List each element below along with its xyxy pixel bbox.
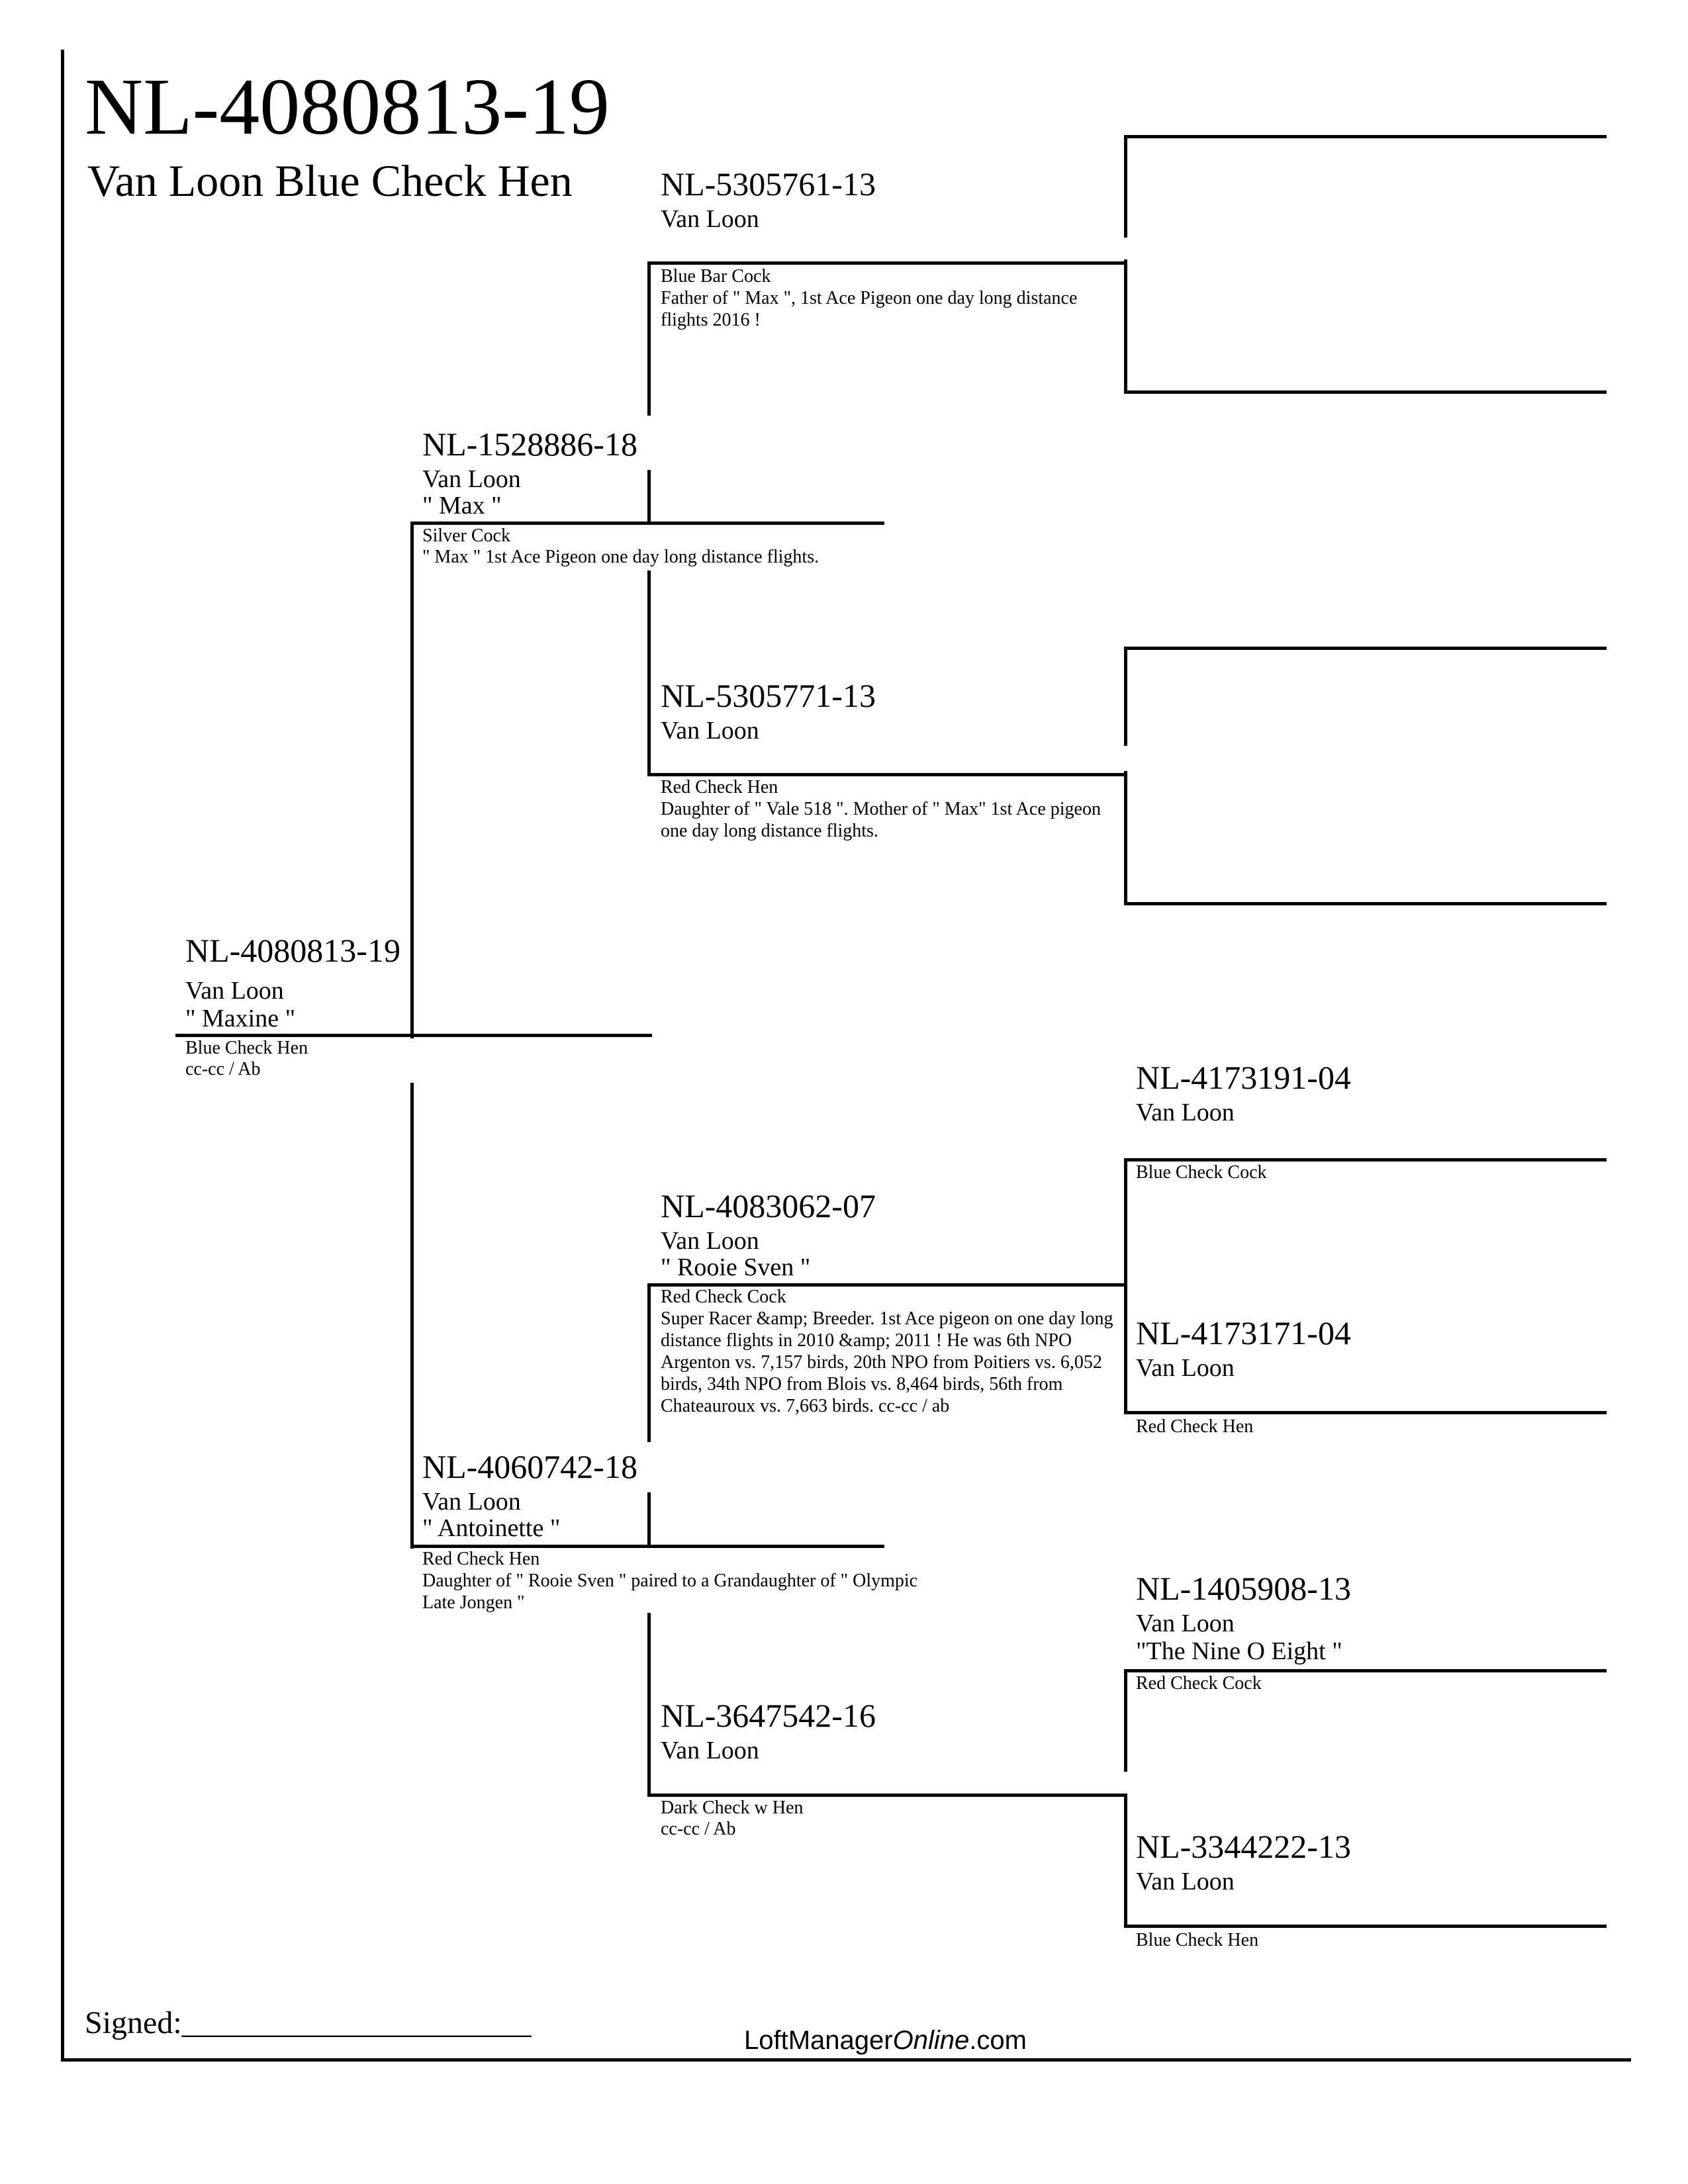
dam-sire-dam-color: Red Check Hen xyxy=(1136,1416,1254,1437)
dam-dam-sire-owner: Van Loon xyxy=(1136,1610,1235,1637)
subject-color: Blue Check Hen xyxy=(185,1038,308,1058)
sire-dam-color: Red Check Hen xyxy=(661,777,778,797)
sire-notes: " Max " 1st Ace Pigeon one day long dist… xyxy=(422,547,820,567)
subject-owner: Van Loon xyxy=(185,977,284,1005)
dam-dam-dam-owner: Van Loon xyxy=(1136,1868,1235,1895)
bracket-dam-sire-vert xyxy=(1124,1158,1127,1413)
dam-sire-sire-ring: NL-4173191-04 xyxy=(1136,1059,1351,1096)
sire-color: Silver Cock xyxy=(422,525,510,546)
connector-sire-dam xyxy=(647,773,1125,776)
subject-nickname: " Maxine " xyxy=(185,1005,296,1032)
bracket-sire-sire-bottom xyxy=(1124,390,1607,394)
sire-dam-ring: NL-5305771-13 xyxy=(661,677,876,714)
bracket-dam-dam-top xyxy=(1124,1669,1607,1672)
sire-ring: NL-1528886-18 xyxy=(422,426,637,463)
dam-color: Red Check Hen xyxy=(422,1549,540,1569)
dam-sire-owner: Van Loon xyxy=(661,1227,759,1255)
sire-sire-notes: Father of " Max ", 1st Ace Pigeon one da… xyxy=(661,288,1078,331)
bracket-sire-dam-bottom xyxy=(1124,902,1607,905)
sire-sire-ring: NL-5305761-13 xyxy=(661,165,876,203)
bracket-sire-dam-top xyxy=(1124,647,1607,650)
subject-notes: cc-cc / Ab xyxy=(185,1059,261,1079)
brand-prefix: LoftManager xyxy=(744,2026,893,2055)
connector-col2-sire-mid xyxy=(647,470,651,523)
dam-sire-ring: NL-4083062-07 xyxy=(661,1187,876,1224)
dam-sire-notes: Super Racer &amp; Breeder. 1st Ace pigeo… xyxy=(661,1308,1113,1417)
dam-dam-sire-ring: NL-1405908-13 xyxy=(1136,1570,1351,1607)
dam-sire-sire-color: Blue Check Cock xyxy=(1136,1162,1267,1183)
connector-sire xyxy=(410,522,884,525)
bracket-sire-dam-vert-lower xyxy=(1124,771,1127,903)
connector-col2-dam-lower xyxy=(647,1613,651,1795)
connector-col2-dam-mid xyxy=(647,1492,651,1547)
bracket-sire-sire-vert-lower xyxy=(1124,259,1127,392)
bracket-dam-dam-bottom xyxy=(1124,1925,1607,1928)
signature-line: ______________________ xyxy=(181,2005,532,2040)
page-title-ring-number: NL-4080813-19 xyxy=(85,62,610,152)
sire-sire-color: Blue Bar Cock xyxy=(661,266,771,287)
dam-dam-ring: NL-3647542-16 xyxy=(661,1697,876,1734)
dam-owner: Van Loon xyxy=(422,1488,521,1516)
dam-sire-dam-owner: Van Loon xyxy=(1136,1354,1235,1382)
dam-sire-sire-owner: Van Loon xyxy=(1136,1099,1235,1126)
connector-col2-dam-upper xyxy=(647,1283,651,1442)
dam-sire-dam-ring: NL-4173171-04 xyxy=(1136,1314,1351,1351)
connector-col1-upper xyxy=(410,522,414,1038)
bracket-dam-sire-bottom xyxy=(1124,1411,1607,1414)
signed-label: Signed: xyxy=(85,2005,182,2040)
dam-dam-dam-ring: NL-3344222-13 xyxy=(1136,1828,1351,1865)
signature-field: Signed:______________________ xyxy=(85,2005,532,2040)
connector-col2-sire-lower xyxy=(647,570,651,776)
sire-owner: Van Loon xyxy=(422,465,521,493)
sire-dam-owner: Van Loon xyxy=(661,717,759,745)
dam-notes: Daughter of " Rooie Sven " paired to a G… xyxy=(422,1570,918,1614)
bracket-dam-sire-top xyxy=(1124,1158,1607,1161)
connector-sire-sire xyxy=(647,261,1125,265)
dam-sire-color: Red Check Cock xyxy=(661,1287,786,1307)
brand-italic: Online xyxy=(892,2026,970,2055)
bracket-dam-dam-vert-lower xyxy=(1124,1794,1127,1926)
connector-col1-lower xyxy=(410,1083,414,1549)
brand-footer: LoftManagerOnline.com xyxy=(744,2026,1027,2054)
bracket-sire-sire-vert-upper xyxy=(1124,135,1127,238)
subject-ring: NL-4080813-19 xyxy=(185,932,400,969)
page-subtitle-description: Van Loon Blue Check Hen xyxy=(87,156,573,206)
page-left-border xyxy=(61,50,64,2062)
dam-sire-nickname: " Rooie Sven " xyxy=(661,1253,811,1281)
sire-nickname: " Max " xyxy=(422,492,502,520)
dam-dam-notes: cc-cc / Ab xyxy=(661,1819,736,1839)
connector-col2-sire-upper xyxy=(647,262,651,416)
bracket-sire-sire-top xyxy=(1124,135,1607,138)
dam-dam-color: Dark Check w Hen xyxy=(661,1797,804,1818)
sire-sire-owner: Van Loon xyxy=(661,205,759,233)
connector-dam-sire xyxy=(647,1283,1125,1287)
dam-dam-sire-nickname: "The Nine O Eight " xyxy=(1136,1637,1342,1665)
brand-suffix: .com xyxy=(969,2026,1027,2055)
dam-dam-sire-color: Red Check Cock xyxy=(1136,1673,1262,1694)
sire-dam-notes: Daughter of " Vale 518 ". Mother of " Ma… xyxy=(661,799,1101,842)
dam-dam-dam-color: Blue Check Hen xyxy=(1136,1930,1259,1950)
connector-subject xyxy=(175,1034,652,1037)
dam-nickname: " Antoinette " xyxy=(422,1514,561,1542)
page-bottom-border xyxy=(61,2058,1631,2062)
connector-dam-dam xyxy=(647,1794,1125,1797)
bracket-dam-dam-vert-upper xyxy=(1124,1669,1127,1772)
bracket-sire-dam-vert-upper xyxy=(1124,647,1127,746)
dam-ring: NL-4060742-18 xyxy=(422,1448,637,1485)
dam-dam-owner: Van Loon xyxy=(661,1737,759,1764)
